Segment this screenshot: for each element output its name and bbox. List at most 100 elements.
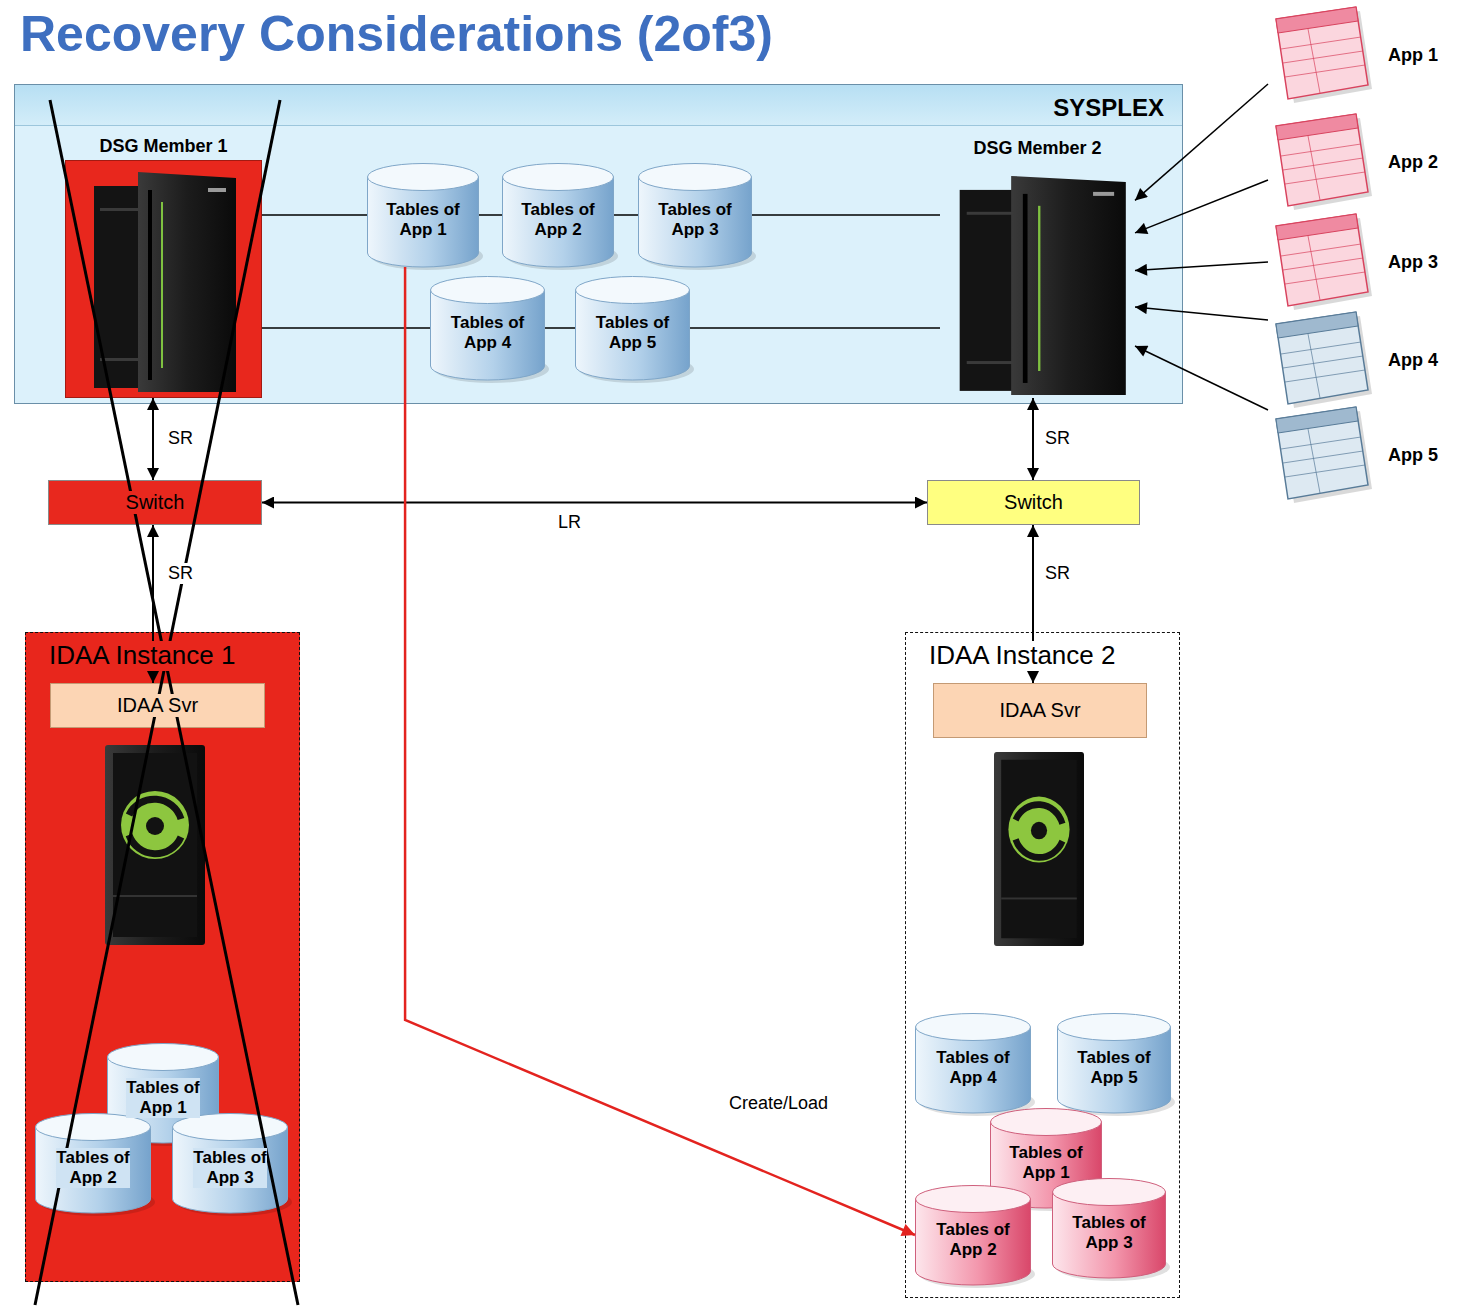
cylinder-top <box>173 1114 288 1141</box>
connector-label-holder: LR <box>555 512 584 533</box>
connector-label: SR <box>1042 563 1073 584</box>
window-grid-line <box>1283 51 1363 63</box>
application-icon: App 4 <box>1268 310 1460 410</box>
cylinder-top <box>916 1186 1031 1213</box>
window-icon <box>1268 112 1376 214</box>
window-grid-line <box>1281 437 1361 449</box>
cylinder-top <box>991 1109 1102 1136</box>
connector-label-holder: SR <box>165 428 196 449</box>
table-cylinder: Tables of App 4 <box>430 276 545 380</box>
window-titlebar <box>1276 407 1358 433</box>
window-grid-line <box>1281 37 1361 49</box>
window-titlebar <box>1276 214 1358 240</box>
accelerator-instance: IDAA SvrTables of App 1 Tables of App 2 Ta… <box>25 632 300 1282</box>
node-label: DSG Member 2 <box>970 138 1104 159</box>
connector-label: SR <box>165 428 196 449</box>
node-label: App 2 <box>1388 152 1438 173</box>
cylinder-top <box>639 164 752 191</box>
node-label: DSG Member 1 <box>99 136 227 157</box>
window-grid-line <box>1308 429 1320 493</box>
node-label: App 1 <box>1388 45 1438 66</box>
window-grid-line <box>1308 136 1320 200</box>
window-grid-line <box>1281 244 1361 256</box>
node-label: IDAA Svr <box>997 699 1082 722</box>
table-cylinder: Tables of App 3 <box>172 1113 288 1213</box>
connector-label-holder: SR <box>1042 428 1073 449</box>
window-grid-line <box>1285 172 1365 184</box>
window-icon <box>1268 405 1376 507</box>
table-cylinder: Tables of App 5 <box>575 276 690 380</box>
table-cylinder: Tables of App 4 <box>915 1013 1031 1113</box>
window-titlebar <box>1276 7 1358 33</box>
connector-label: Create/Load <box>726 1093 831 1114</box>
application-icon: App 2 <box>1268 112 1460 212</box>
node-label: IDAA Svr <box>115 694 200 717</box>
sysplex-band: DSG Member 1 DSG Member 2 Tables of App 1 T… <box>14 84 1183 404</box>
table-cylinder: Tables of App 2 <box>915 1185 1031 1285</box>
accelerator-server-box: IDAA Svr <box>50 683 265 728</box>
node-label: Tables of App 1 <box>386 200 460 239</box>
connector <box>262 502 927 504</box>
node-label: App 5 <box>1388 445 1438 466</box>
window-grid-line <box>1285 65 1365 77</box>
connector <box>152 398 154 480</box>
node-label: Tables of App 3 <box>193 1148 267 1187</box>
node-label: IDAA Instance 1 <box>46 641 238 671</box>
cylinder-top <box>503 164 614 191</box>
node-label: Tables of App 4 <box>936 1048 1010 1087</box>
window-icon <box>1268 310 1376 412</box>
cylinder-top <box>1053 1179 1166 1206</box>
cylinder-top <box>576 277 690 304</box>
window-icon <box>1268 212 1376 314</box>
window-grid-line <box>1283 158 1363 170</box>
node-label: App 4 <box>1388 350 1438 371</box>
connector-label: LR <box>555 512 584 533</box>
window-grid-line <box>1285 272 1365 284</box>
connector <box>405 267 915 1235</box>
cylinder-top <box>36 1114 151 1141</box>
node-label: Tables of App 2 <box>521 200 595 239</box>
window-page <box>1276 407 1368 499</box>
table-cylinder: Tables of App 1 <box>367 163 479 267</box>
node-label: Tables of App 5 <box>596 313 670 352</box>
switch-box: Switch <box>927 480 1140 525</box>
slide-title: Recovery Considerations (2of3) <box>20 6 773 64</box>
window-grid-line <box>1283 356 1363 368</box>
node-label: SYSPLEX <box>1053 94 1164 122</box>
connector-label: SR <box>1042 428 1073 449</box>
window-grid-line <box>1281 342 1361 354</box>
window-grid-line <box>1308 236 1320 300</box>
cylinder-top <box>1058 1014 1171 1041</box>
application-icon: App 3 <box>1268 212 1460 312</box>
window-page <box>1276 312 1368 404</box>
application-icon: App 5 <box>1268 405 1460 505</box>
accelerator-instance: IDAA SvrTables of App 4 Tables of App 5 Ta… <box>905 632 1180 1298</box>
node-label: App 3 <box>1388 252 1438 273</box>
window-grid-line <box>1283 451 1363 463</box>
node-label: Tables of App 1 <box>126 1078 200 1117</box>
node-label: Switch <box>1002 491 1065 514</box>
accelerator-server-box: IDAA Svr <box>933 683 1147 738</box>
sysplex-header-band <box>15 85 1182 126</box>
node-label: Tables of App 2 <box>56 1148 130 1187</box>
connector-label-holder: SR <box>165 563 196 584</box>
connector-label-holder: SR <box>1042 563 1073 584</box>
db2-member-area: DSG Member 2 <box>940 138 1135 398</box>
window-grid-line <box>1281 144 1361 156</box>
table-cylinder: Tables of App 5 <box>1057 1013 1171 1113</box>
cylinder-top <box>368 164 479 191</box>
node-label: Tables of App 3 <box>658 200 732 239</box>
connector-label-holder: Create/Load <box>726 1093 831 1114</box>
window-grid-line <box>1283 258 1363 270</box>
title-holder: Recovery Considerations (2of3) <box>20 6 773 64</box>
appliance-illustration <box>994 752 1084 946</box>
node-label: Tables of App 2 <box>936 1220 1010 1259</box>
window-page <box>1276 214 1368 306</box>
db2-member-box: DSG Member 1 <box>65 160 262 398</box>
node-label: Tables of App 3 <box>1072 1213 1146 1252</box>
cylinder-top <box>916 1014 1031 1041</box>
window-titlebar <box>1276 312 1358 338</box>
window-page <box>1276 7 1368 99</box>
table-cylinder: Tables of App 2 <box>35 1113 151 1213</box>
